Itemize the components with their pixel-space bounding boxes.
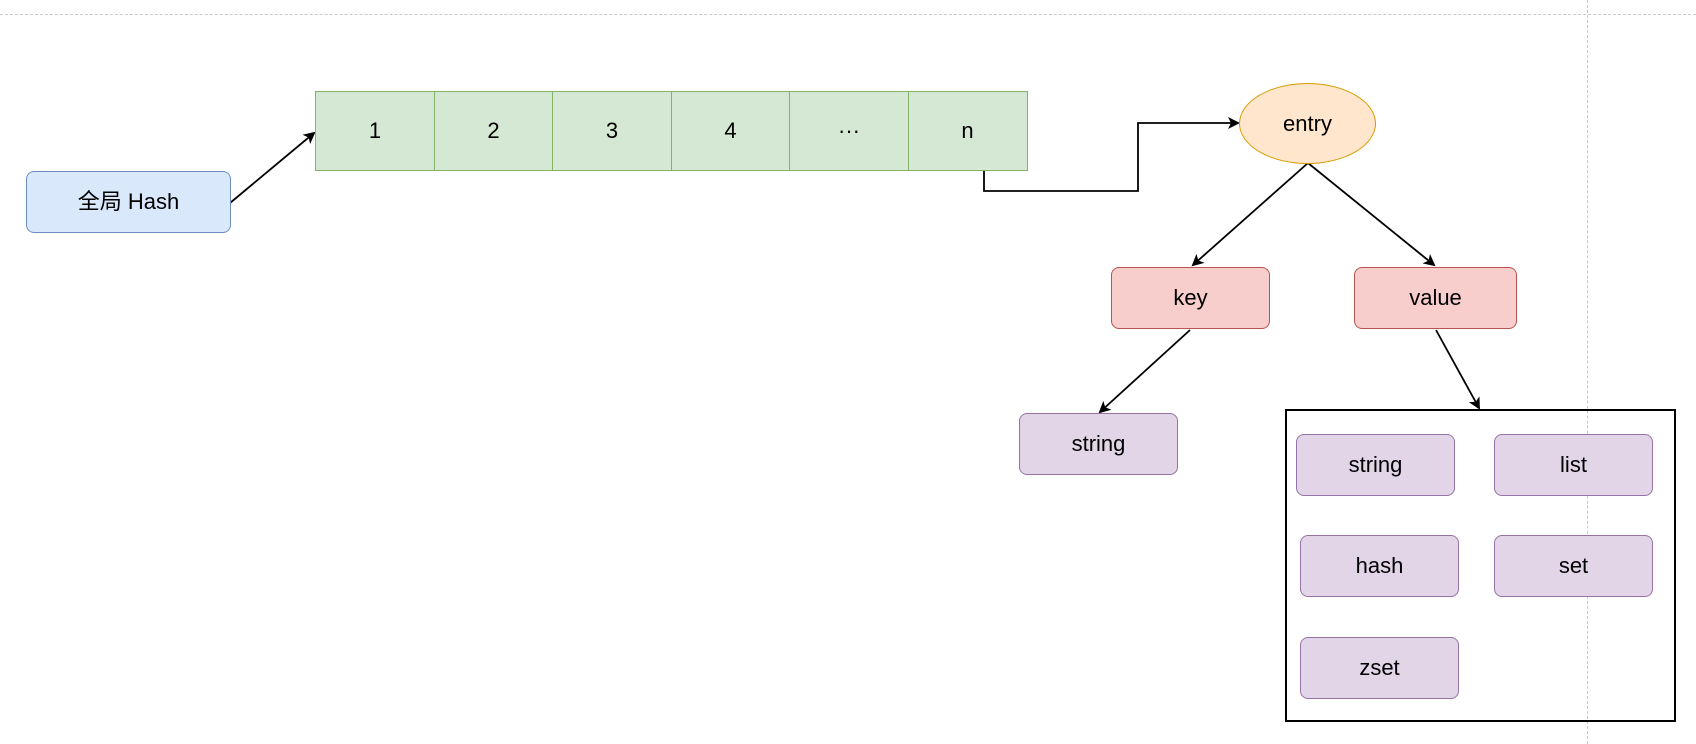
value-label: value xyxy=(1409,285,1462,310)
value-node[interactable]: value xyxy=(1354,267,1517,329)
value-type-label: string xyxy=(1348,452,1403,477)
key-node[interactable]: key xyxy=(1111,267,1270,329)
value-type-label: zset xyxy=(1359,655,1400,680)
value-types-container xyxy=(1285,409,1676,722)
value-type-set-node[interactable]: set xyxy=(1494,535,1653,597)
key-label: key xyxy=(1173,285,1208,310)
bucket-label: 2 xyxy=(487,118,500,143)
bucket-cell[interactable]: ··· xyxy=(789,91,909,171)
edge-key-to-string xyxy=(1098,329,1191,414)
bucket-cell[interactable]: 3 xyxy=(552,91,672,171)
canvas-guide-horizontal xyxy=(0,14,1696,15)
bucket-label: 1 xyxy=(368,118,382,143)
bucket-cell[interactable]: 1 xyxy=(315,91,435,171)
edge-hash-to-array xyxy=(229,131,316,204)
value-type-zset-node[interactable]: zset xyxy=(1300,637,1459,699)
value-type-hash-node[interactable]: hash xyxy=(1300,535,1459,597)
value-type-label: hash xyxy=(1355,553,1404,578)
bucket-label: n xyxy=(961,118,974,143)
value-type-list-node[interactable]: list xyxy=(1494,434,1653,496)
bucket-cell[interactable]: 4 xyxy=(670,91,791,171)
bucket-cell[interactable]: n xyxy=(907,91,1028,171)
bucket-label: ··· xyxy=(838,118,860,143)
bucket-label: 3 xyxy=(605,118,619,143)
entry-label: entry xyxy=(1283,110,1332,136)
entry-node[interactable]: entry xyxy=(1239,83,1376,164)
value-type-label: list xyxy=(1560,452,1587,477)
hash-bucket-array: 1 2 3 4 ··· n xyxy=(315,91,1028,171)
bucket-cell[interactable]: 2 xyxy=(433,91,554,171)
bucket-label: 4 xyxy=(724,118,737,143)
value-type-string-node[interactable]: string xyxy=(1296,434,1455,496)
value-type-label: set xyxy=(1558,553,1589,578)
edge-n-to-entry xyxy=(983,117,1240,192)
edge-value-to-types xyxy=(1435,329,1480,410)
global-hash-label: 全局 Hash xyxy=(77,189,180,214)
key-type-label: string xyxy=(1071,431,1126,456)
edge-entry-to-key xyxy=(1191,162,1309,267)
global-hash-node[interactable]: 全局 Hash xyxy=(26,171,231,233)
edge-entry-to-value xyxy=(1307,162,1436,267)
canvas-guide-vertical xyxy=(1587,0,1588,744)
key-type-string-node[interactable]: string xyxy=(1019,413,1178,475)
